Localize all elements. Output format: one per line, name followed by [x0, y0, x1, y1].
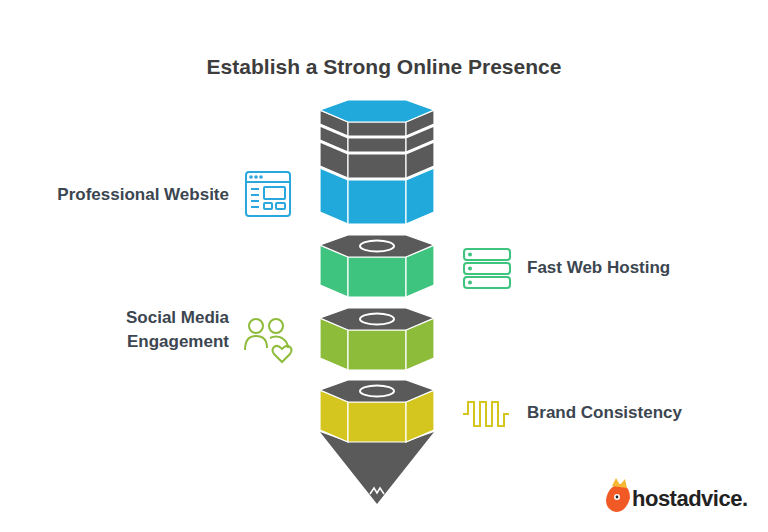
segment-label: Social Media Engagement [99, 306, 229, 354]
social-icon [245, 319, 292, 362]
brand-icon [463, 402, 509, 426]
segment-label: Brand Consistency [527, 401, 682, 425]
segment-shape [320, 100, 434, 228]
segment-shape [320, 308, 434, 372]
pyramid-segment: Brand Consistency [320, 380, 434, 508]
pyramid-segment: Fast Web Hosting [320, 235, 434, 299]
segment-shape [320, 235, 434, 299]
segment-label: Fast Web Hosting [527, 256, 670, 280]
segment-label: Professional Website [57, 183, 229, 207]
website-icon [246, 172, 290, 216]
server-icon [464, 249, 510, 288]
pyramid-segment: Social Media Engagement [320, 308, 434, 372]
pyramid-segment: Professional Website [320, 100, 434, 228]
title: Establish a Strong Online Presence [0, 55, 768, 79]
segment-shape [320, 380, 434, 508]
logo-mark [606, 478, 630, 512]
logo-text: hostadvice. [632, 486, 748, 512]
